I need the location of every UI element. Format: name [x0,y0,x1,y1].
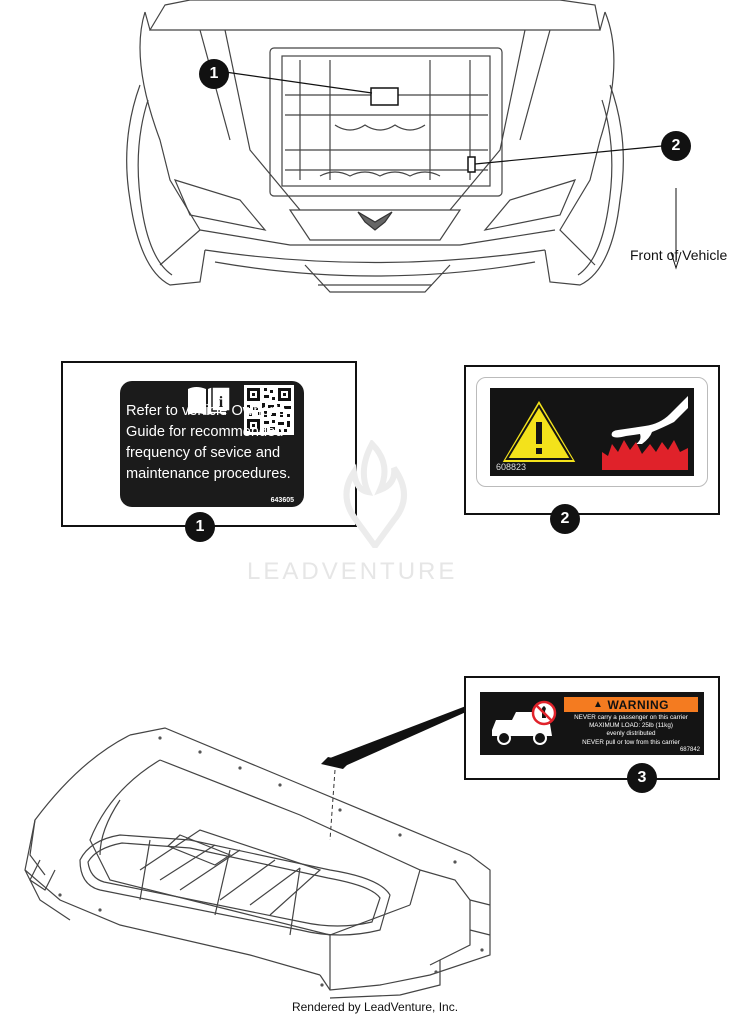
hand-burn-hazard-icon [602,396,688,470]
vehicle-front-view [126,0,682,293]
decal-3-warning-header: ▲ WARNING [564,697,698,712]
book-info-icon: i [188,386,231,415]
decal-3-part-number: 687842 [679,747,700,753]
front-of-vehicle-label: Front of Vehicle [630,247,728,263]
decal-2-part-number: 608823 [496,462,527,472]
svg-text:i: i [219,394,224,411]
decal-3-line-1: NEVER carry a passenger on this carrier [574,714,688,721]
decal-3-line-3: evenly distributed [606,730,656,737]
callout-2-bottom: 2 [550,504,580,534]
decal-1: i Refer to vehicle Owner’s Guide for rec… [120,381,304,507]
callout-3: 3 [627,763,657,793]
decal-3-line-4: NEVER pull or tow from this carrier [582,739,680,746]
decal-3: ▲ WARNING NEVER carry a passenger on thi… [480,692,704,755]
decal-1-location [370,87,399,106]
decal-1-text: Refer to vehicle Owner’s Guide for recom… [126,403,291,482]
callout-1: 1 [199,59,229,89]
callout-2: 2 [661,131,691,161]
watermark-text: LEADVENTURE [247,558,458,585]
vehicle-no-passenger-icon [492,700,557,745]
rear-cargo-carrier-view [24,706,491,999]
qr-code-icon [244,385,294,435]
decal-1-part-number: 643605 [270,497,294,504]
callout-1-bottom: 1 [185,512,215,542]
warning-triangle-icon: ▲ [593,699,604,710]
decal-2-location [467,156,476,173]
warning-triangle-icon [499,397,579,464]
decal-3-line-2: MAXIMUM LOAD: 25lb (11kg) [589,722,673,729]
footer-credit: Rendered by LeadVenture, Inc. [291,1000,459,1014]
leadventure-logo-watermark [343,440,407,548]
decal-2: 608823 [476,377,708,487]
